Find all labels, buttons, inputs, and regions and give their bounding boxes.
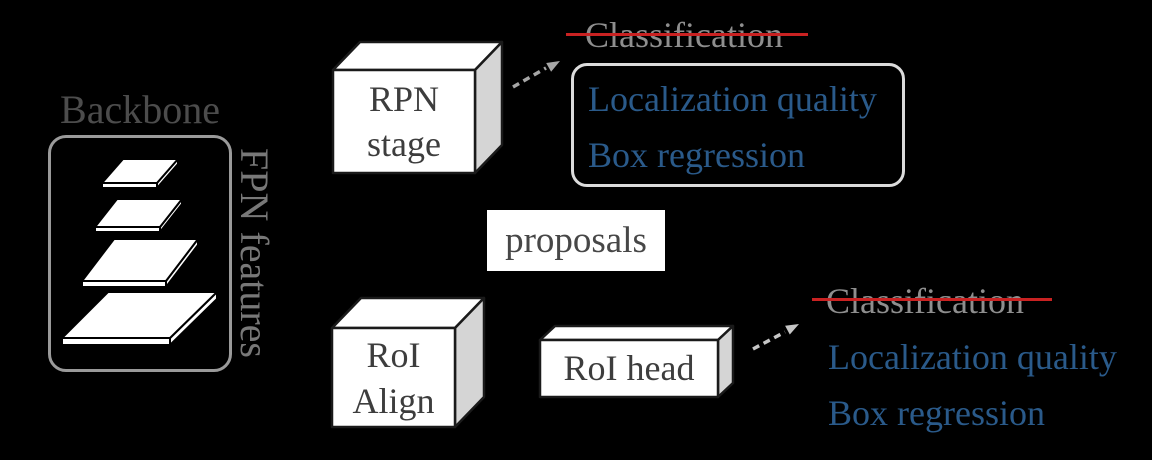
rpn-stage-line1: RPN <box>368 78 440 119</box>
rpn-outputs-box <box>571 63 905 187</box>
fpn-features-label: FPN features <box>232 148 277 358</box>
rpn-output-localization-quality: Localization quality <box>588 79 877 119</box>
rpn-stage-label: RPN stage <box>333 70 475 173</box>
rpn-output-arrow-icon <box>512 61 560 89</box>
roi-align-label: RoI Align <box>332 328 455 427</box>
backbone-box <box>48 135 232 372</box>
roi-head-label: RoI head <box>563 348 695 388</box>
roi-align-line2: Align <box>352 380 435 421</box>
roi-align-line1: RoI <box>366 334 421 375</box>
roi-head-box <box>538 324 735 399</box>
fpn-pyramid-icon <box>61 158 218 346</box>
roi-output-arrow-icon <box>752 324 799 351</box>
proposals-box: proposals <box>487 210 665 271</box>
roi-removed-classification: Classification <box>826 281 1024 321</box>
proposals-label: proposals <box>505 220 647 261</box>
roi-output-box-regression: Box regression <box>828 393 1045 433</box>
rpn-classification-strikethrough-line <box>566 33 808 36</box>
rpn-stage-box <box>331 40 504 175</box>
roi-classification-strikethrough-line <box>812 298 1052 301</box>
rpn-stage-line2: stage <box>367 123 441 164</box>
roi-output-localization-quality: Localization quality <box>828 337 1117 377</box>
roi-align-box <box>330 296 486 429</box>
backbone-title: Backbone <box>60 87 220 132</box>
rpn-output-box-regression: Box regression <box>588 135 805 175</box>
